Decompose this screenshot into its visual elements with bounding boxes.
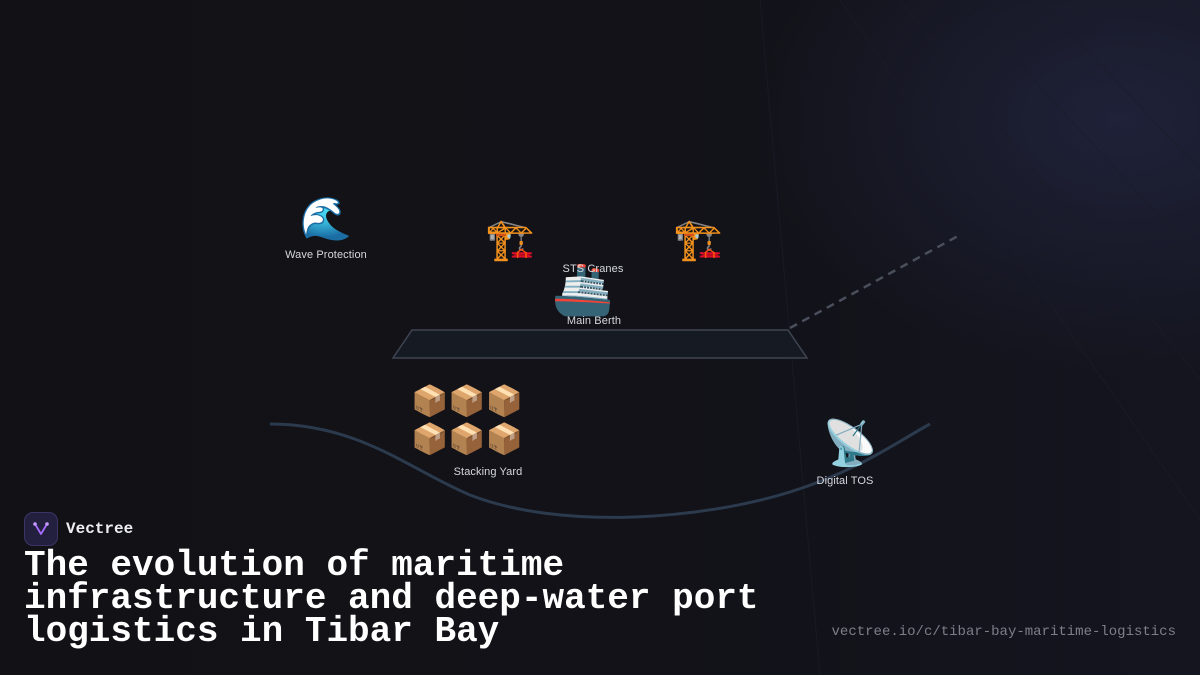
source-url: vectree.io/c/tibar-bay-maritime-logistic… [831,624,1176,640]
main-berth-label: Main Berth [566,315,622,327]
satellite-antenna-icon: 📡 [822,418,878,469]
logo-mark [33,522,49,535]
crane-icon: 🏗️ [673,217,723,263]
breakwater-dashed-line [789,234,959,330]
brand-name: Vectree [66,520,134,538]
sts-cranes-label: STS Cranes [562,263,624,275]
digital-tos-label: Digital TOS [816,475,874,487]
bay-shoreline-curve [269,422,931,519]
stacking-yard-label: Stacking Yard [453,466,523,478]
vectree-logo-icon [24,512,58,546]
ship-icon: 🚢 [551,260,615,318]
page-title: The evolution of maritime infrastructure… [24,545,759,652]
crane-icon: 🏗️ [485,217,535,263]
background-rays [759,0,1200,675]
package-icon-row: 📦📦📦 [410,422,524,457]
brand: Vectree [24,512,133,546]
quay-platform [391,329,809,359]
package-icon-row: 📦📦📦 [410,384,524,419]
wave-protection-label: Wave Protection [285,249,367,261]
wave-icon: 🌊 [299,194,353,243]
